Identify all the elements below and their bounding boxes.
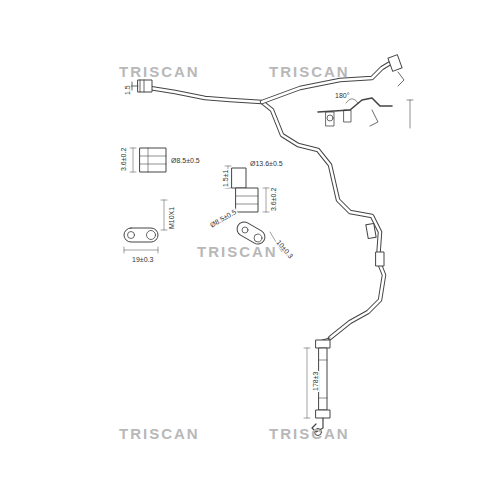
dimension-label: 1.5±1 xyxy=(222,169,229,188)
dimension-label: M10X1 xyxy=(168,206,175,230)
dimension-label: 10±0.3 xyxy=(275,238,295,260)
dimension-label: Ø8.5±0.5 xyxy=(208,208,238,229)
dimension-label: 178±3 xyxy=(312,371,319,392)
dimension-label: 180° xyxy=(334,92,350,99)
dimension-label: Ø8.5±0.5 xyxy=(170,157,201,164)
watermark: TRISCAN xyxy=(268,426,351,441)
watermark: TRISCAN xyxy=(118,64,201,79)
dimension-label: 1.5 xyxy=(124,84,131,96)
watermark: TRISCAN xyxy=(118,426,201,441)
dimension-label: 3.6±0.2 xyxy=(270,187,277,212)
watermark: TRISCAN xyxy=(268,64,351,79)
watermark: TRISCAN xyxy=(196,244,279,259)
dimension-label: Ø13.6±0.5 xyxy=(249,160,284,167)
dimension-label: 19±0.3 xyxy=(131,256,154,263)
dimension-label: 3.6±0.2 xyxy=(120,147,127,172)
